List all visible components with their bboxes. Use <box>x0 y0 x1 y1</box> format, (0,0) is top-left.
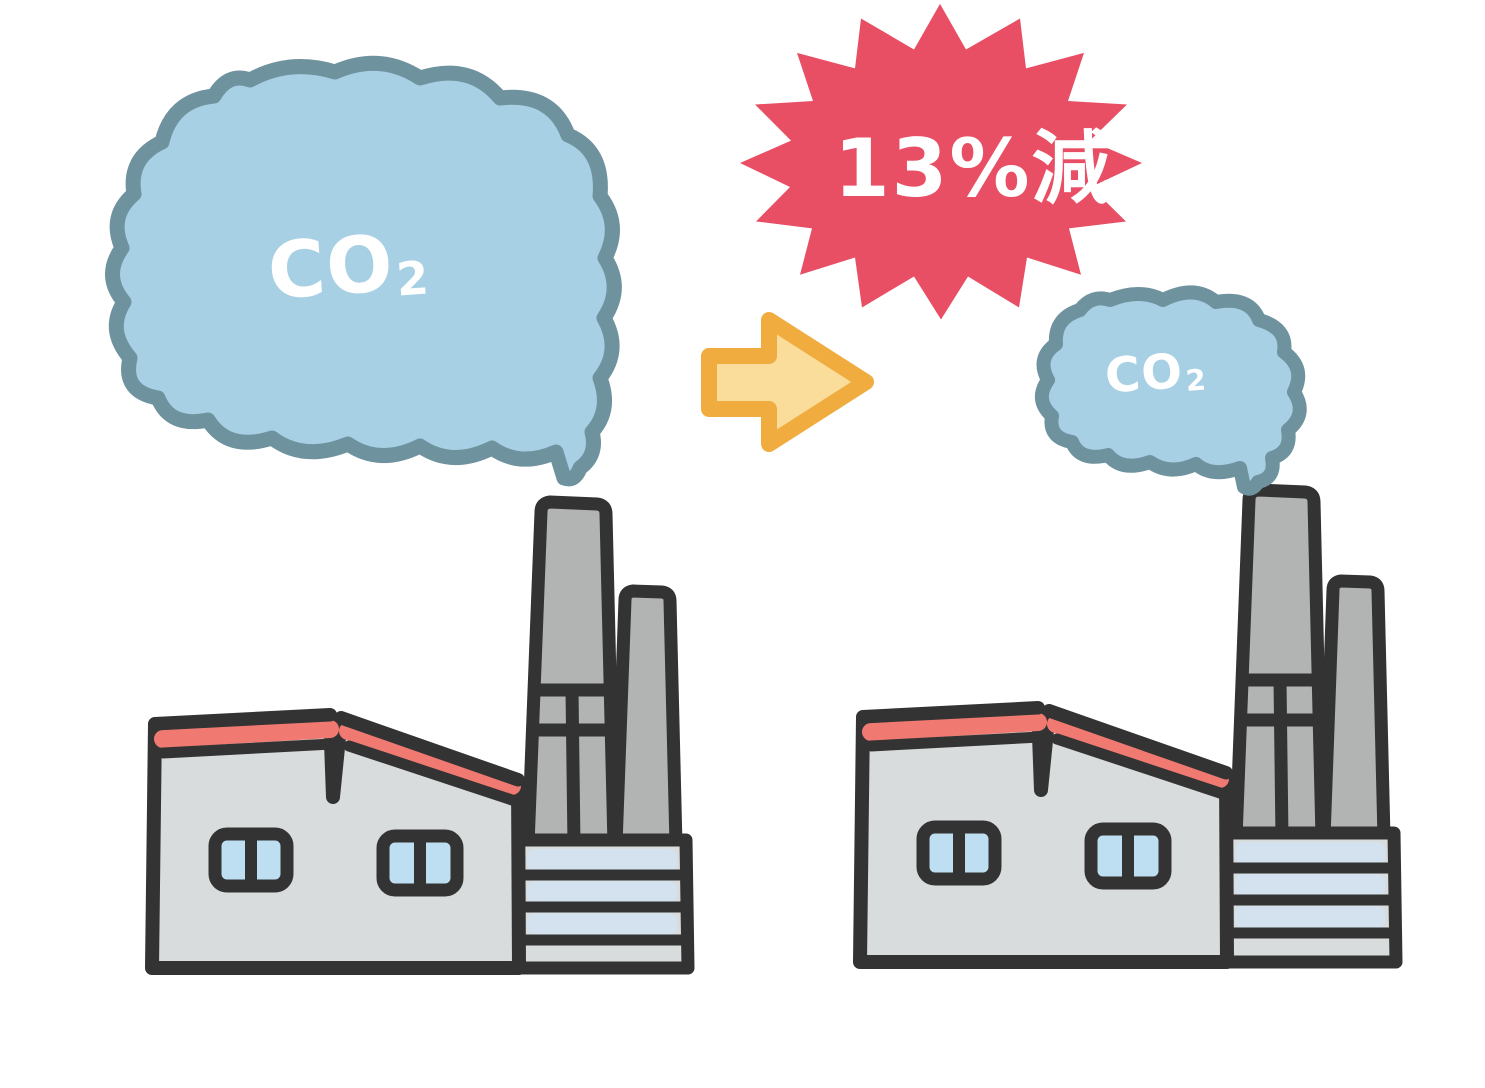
reduction-badge <box>740 3 1142 320</box>
transition-arrow <box>701 312 874 452</box>
utility-block-before <box>509 833 695 975</box>
factory-before <box>145 495 695 975</box>
window-group-after <box>916 820 1172 890</box>
utility-band <box>527 913 677 935</box>
utility-band <box>527 881 677 903</box>
window-group-before <box>208 827 464 897</box>
utility-band <box>1235 874 1385 896</box>
utility-block-after <box>1217 826 1403 969</box>
utility-band <box>1235 842 1385 864</box>
roof-stripe <box>862 713 1047 741</box>
utility-band <box>1235 906 1385 928</box>
factory-after <box>853 483 1403 969</box>
chimney-short-left-before <box>609 584 683 852</box>
co2-cloud-small <box>1035 285 1307 496</box>
chimney-tall-left-after <box>1229 483 1329 845</box>
co2-cloud-large <box>105 55 622 487</box>
roof-stripe <box>154 720 339 748</box>
utility-band <box>527 849 677 871</box>
chimney-tall-left-before <box>521 495 621 852</box>
roof-stripe <box>339 722 521 795</box>
chimney-short-right-after <box>1317 574 1391 845</box>
roof-stripe <box>1047 715 1229 788</box>
